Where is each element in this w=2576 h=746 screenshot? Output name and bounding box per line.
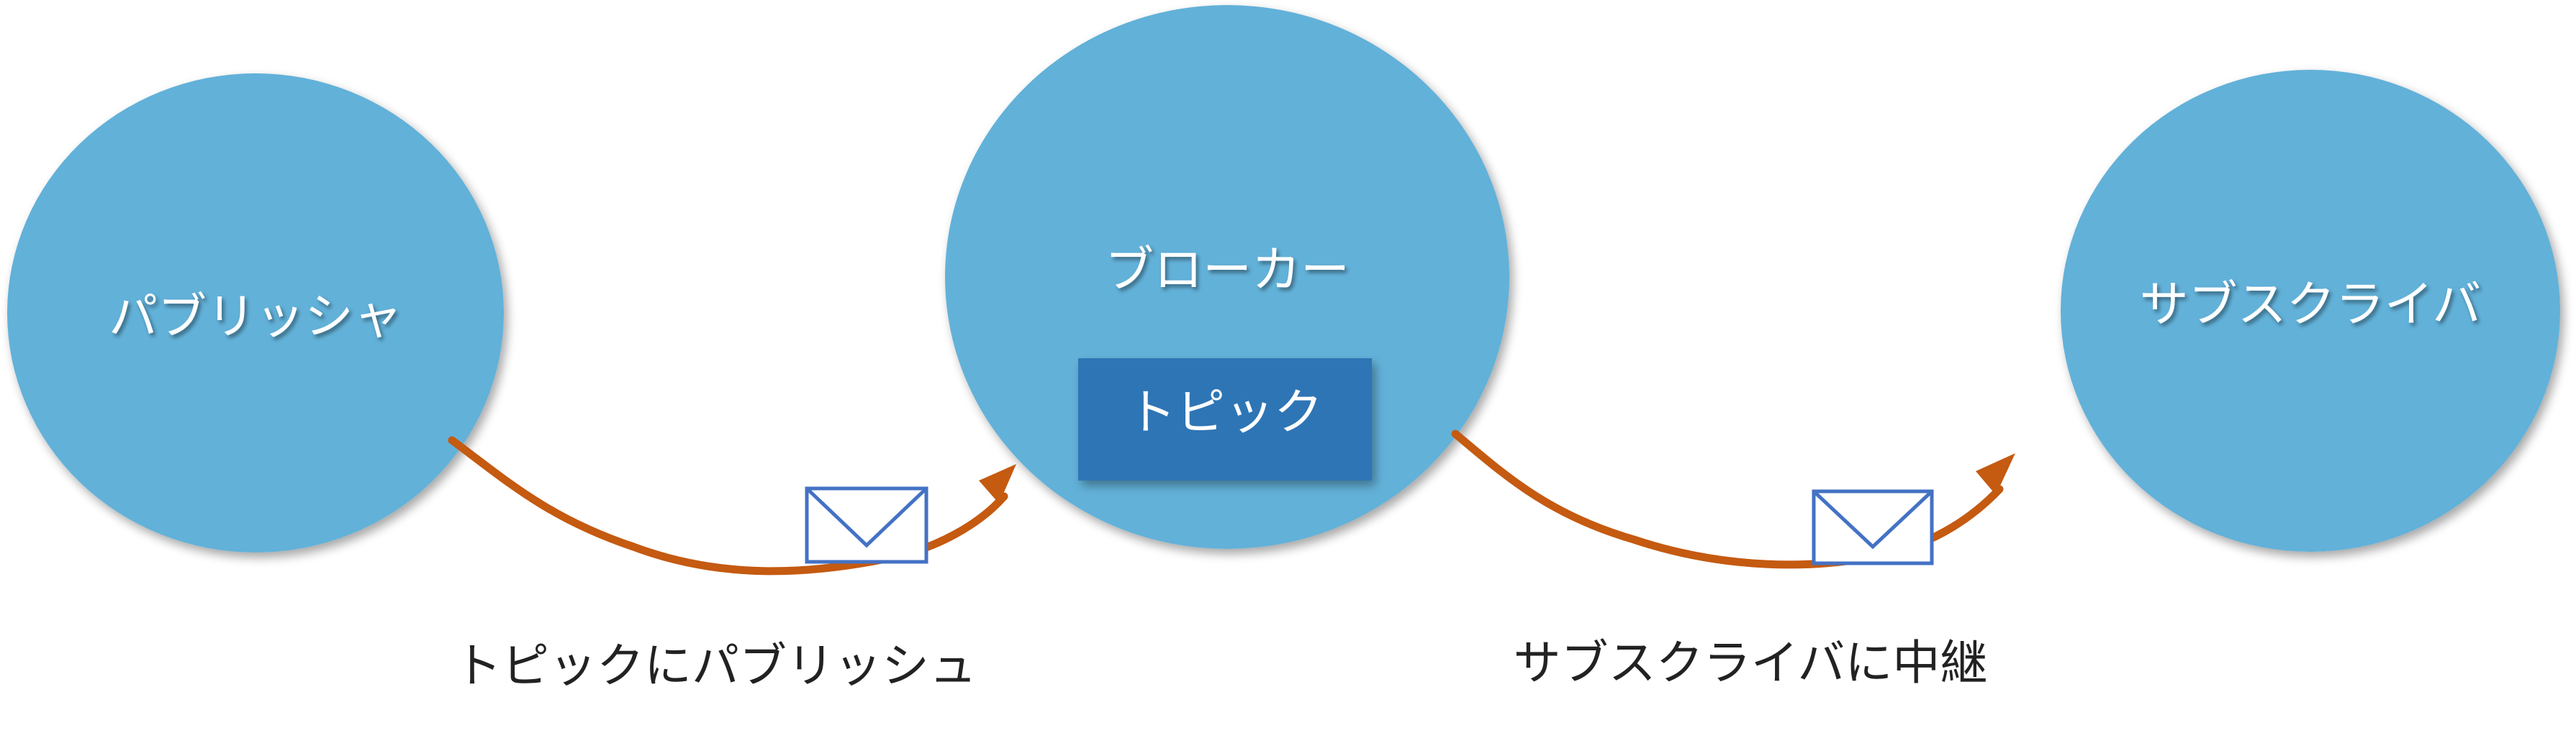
- publish-arrowhead: [979, 464, 1016, 504]
- publisher-circle: [7, 73, 504, 552]
- publish-arrow: [448, 436, 1016, 576]
- topic-label: トピック: [1127, 385, 1323, 442]
- relay-caption: サブスクライバに中継: [1514, 635, 1988, 691]
- subscriber-node: サブスクライバ: [2061, 70, 2560, 552]
- publish-caption: トピックにパブリッシュ: [454, 638, 977, 693]
- subscriber-circle: [2061, 70, 2560, 552]
- envelope-icon: [805, 486, 928, 564]
- subscriber-label: サブスクライバ: [2140, 277, 2482, 334]
- publisher-node: パブリッシャ: [7, 73, 504, 552]
- relay-arrowhead: [1976, 453, 2015, 495]
- broker-label: ブローカー: [1105, 242, 1350, 299]
- publisher-label: パブリッシャ: [109, 289, 402, 346]
- topic-box: トピック: [1078, 358, 1372, 481]
- envelope-icon: [1812, 489, 1934, 565]
- relay-arrow: [1451, 429, 2015, 569]
- broker-node: ブローカー トピック: [945, 5, 1509, 549]
